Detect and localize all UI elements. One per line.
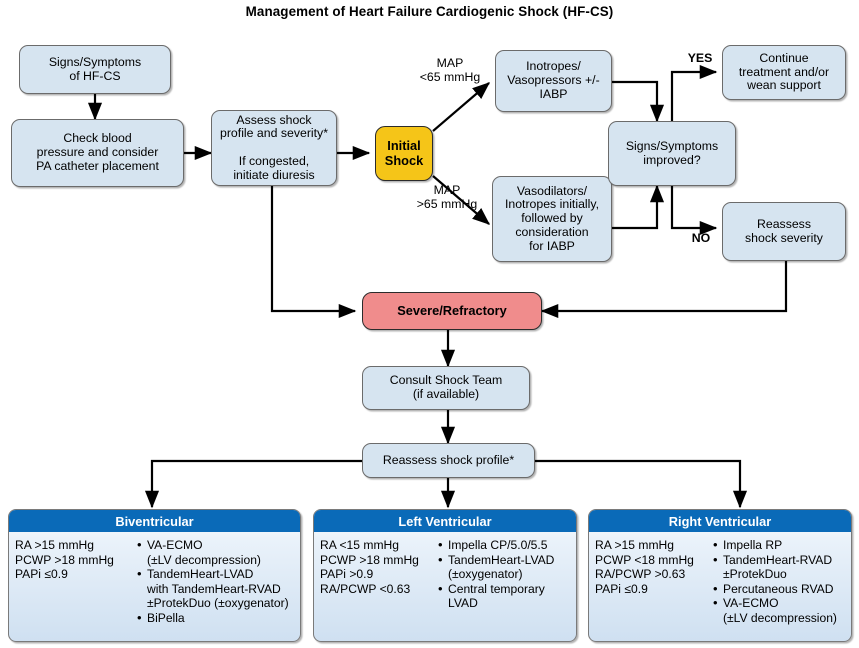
- option-line: ±ProtekDuo: [723, 567, 787, 581]
- bullet-icon: •: [713, 595, 718, 610]
- node-severe-refractory-label: Severe/Refractory: [397, 302, 507, 318]
- panel-right-ventricular-options: • Impella RP • TandemHeart-RVAD±ProtekDuo • P…: [713, 537, 847, 625]
- option-item: • Percutaneous RVAD: [713, 580, 847, 597]
- option-line: Central temporary: [448, 581, 545, 596]
- bullet-icon: •: [438, 537, 443, 552]
- panel-biventricular-options: • VA-ECMO(±LV decompression) • TandemHeart-…: [137, 537, 296, 626]
- edge-assess-to-severe: [270, 186, 357, 319]
- criteria-line: PCWP >18 mmHg: [320, 552, 419, 567]
- bullet-icon: •: [438, 580, 443, 596]
- node-vasodilators-inotropes[interactable]: Vasodilators/Inotropes initially,followe…: [492, 176, 612, 262]
- option-line: VA-ECMO: [147, 538, 203, 552]
- edge-shock-to-inotropes: [432, 82, 491, 132]
- option-line: TandemHeart-LVAD: [147, 567, 254, 581]
- option-line: ±ProtekDuo (±oxygenator): [147, 596, 289, 610]
- option-line: (±oxygenator): [448, 567, 523, 581]
- criteria-line: RA >15 mmHg: [15, 538, 94, 552]
- criteria-line: PAPi ≤0.9: [15, 567, 68, 581]
- option-line: TandemHeart-LVAD: [448, 552, 555, 567]
- edge-label-map-low: MAP<65 mmHg: [419, 56, 481, 84]
- node-inotropes-vasopressors[interactable]: Inotropes/Vasopressors +/-IABP: [495, 50, 612, 112]
- bullet-icon: •: [713, 537, 718, 552]
- edge-reassess-to-severe: [540, 261, 788, 319]
- bullet-icon: •: [713, 580, 718, 596]
- bullet-icon: •: [137, 566, 142, 581]
- edge-label-yes: YES: [687, 51, 713, 65]
- edge-profile-to-right-ventricular: [535, 459, 748, 509]
- panel-right-ventricular-header: Right Ventricular: [589, 510, 851, 532]
- criteria-line: PCWP >18 mmHg: [15, 552, 114, 567]
- edge-label-map-high: MAP>65 mmHg: [416, 183, 478, 211]
- bullet-icon: •: [137, 609, 142, 625]
- node-vasodilators-inotropes-label: Vasodilators/Inotropes initially,followe…: [504, 183, 600, 253]
- option-line: with TandemHeart-RVAD: [147, 581, 281, 596]
- option-line: LVAD: [448, 596, 478, 610]
- edge-label-no: NO: [691, 231, 711, 245]
- option-line: Impella RP: [723, 538, 783, 552]
- node-reassess-shock-profile[interactable]: Reassess shock profile*: [362, 443, 535, 478]
- option-item: • VA-ECMO(±LV decompression): [137, 537, 296, 567]
- option-item: • TandemHeart-LVAD(±oxygenator): [438, 551, 572, 582]
- node-consult-shock-team-label: Consult Shock Team(if available): [389, 373, 503, 401]
- criteria-line: RA/PCWP >0.63: [595, 567, 686, 581]
- page-title: Management of Heart Failure Cardiogenic …: [245, 4, 614, 19]
- criteria-line: PAPi ≤0.9: [595, 581, 648, 596]
- edge-vasodilators-to-improved: [612, 184, 665, 230]
- option-line: VA-ECMO: [723, 596, 779, 610]
- bullet-icon: •: [713, 551, 718, 567]
- node-inotropes-vasopressors-label: Inotropes/Vasopressors +/-IABP: [507, 59, 600, 101]
- option-line: (±LV decompression): [723, 610, 837, 625]
- option-item: • Impella CP/5.0/5.5: [438, 537, 572, 553]
- criteria-line: RA <15 mmHg: [320, 538, 399, 552]
- bullet-icon: •: [438, 551, 443, 567]
- edge-improved-no-reassess: [670, 186, 718, 236]
- node-severe-refractory[interactable]: Severe/Refractory: [362, 292, 542, 330]
- panel-biventricular-header: Biventricular: [9, 510, 300, 532]
- panel-left-ventricular-header: Left Ventricular: [314, 510, 576, 532]
- panel-left-ventricular-options: • Impella CP/5.0/5.5 • TandemHeart-LVAD(±ox…: [438, 537, 572, 611]
- edge-profile-to-biventricular: [144, 459, 362, 509]
- option-line: BiPella: [147, 610, 185, 625]
- option-item: • VA-ECMO(±LV decompression): [713, 595, 847, 625]
- bullet-icon: •: [137, 537, 142, 552]
- edge-improved-yes-continue: [670, 64, 718, 121]
- option-item: • Impella RP: [713, 537, 847, 553]
- option-line: Percutaneous RVAD: [723, 581, 834, 596]
- criteria-line: PCWP <18 mmHg: [595, 552, 694, 567]
- node-consult-shock-team[interactable]: Consult Shock Team(if available): [362, 366, 530, 410]
- criteria-line: RA/PCWP <0.63: [320, 581, 411, 596]
- option-line: Impella CP/5.0/5.5: [448, 538, 548, 552]
- edge-inotropes-to-improved: [612, 80, 665, 123]
- node-reassess-shock-profile-label: Reassess shock profile*: [382, 452, 515, 467]
- criteria-line: RA >15 mmHg: [595, 538, 674, 552]
- option-line: TandemHeart-RVAD: [723, 552, 833, 567]
- option-line: (±LV decompression): [147, 552, 261, 567]
- option-item: • BiPella: [137, 609, 296, 626]
- criteria-line: PAPi >0.9: [320, 567, 374, 581]
- option-item: • TandemHeart-RVAD±ProtekDuo: [713, 551, 847, 582]
